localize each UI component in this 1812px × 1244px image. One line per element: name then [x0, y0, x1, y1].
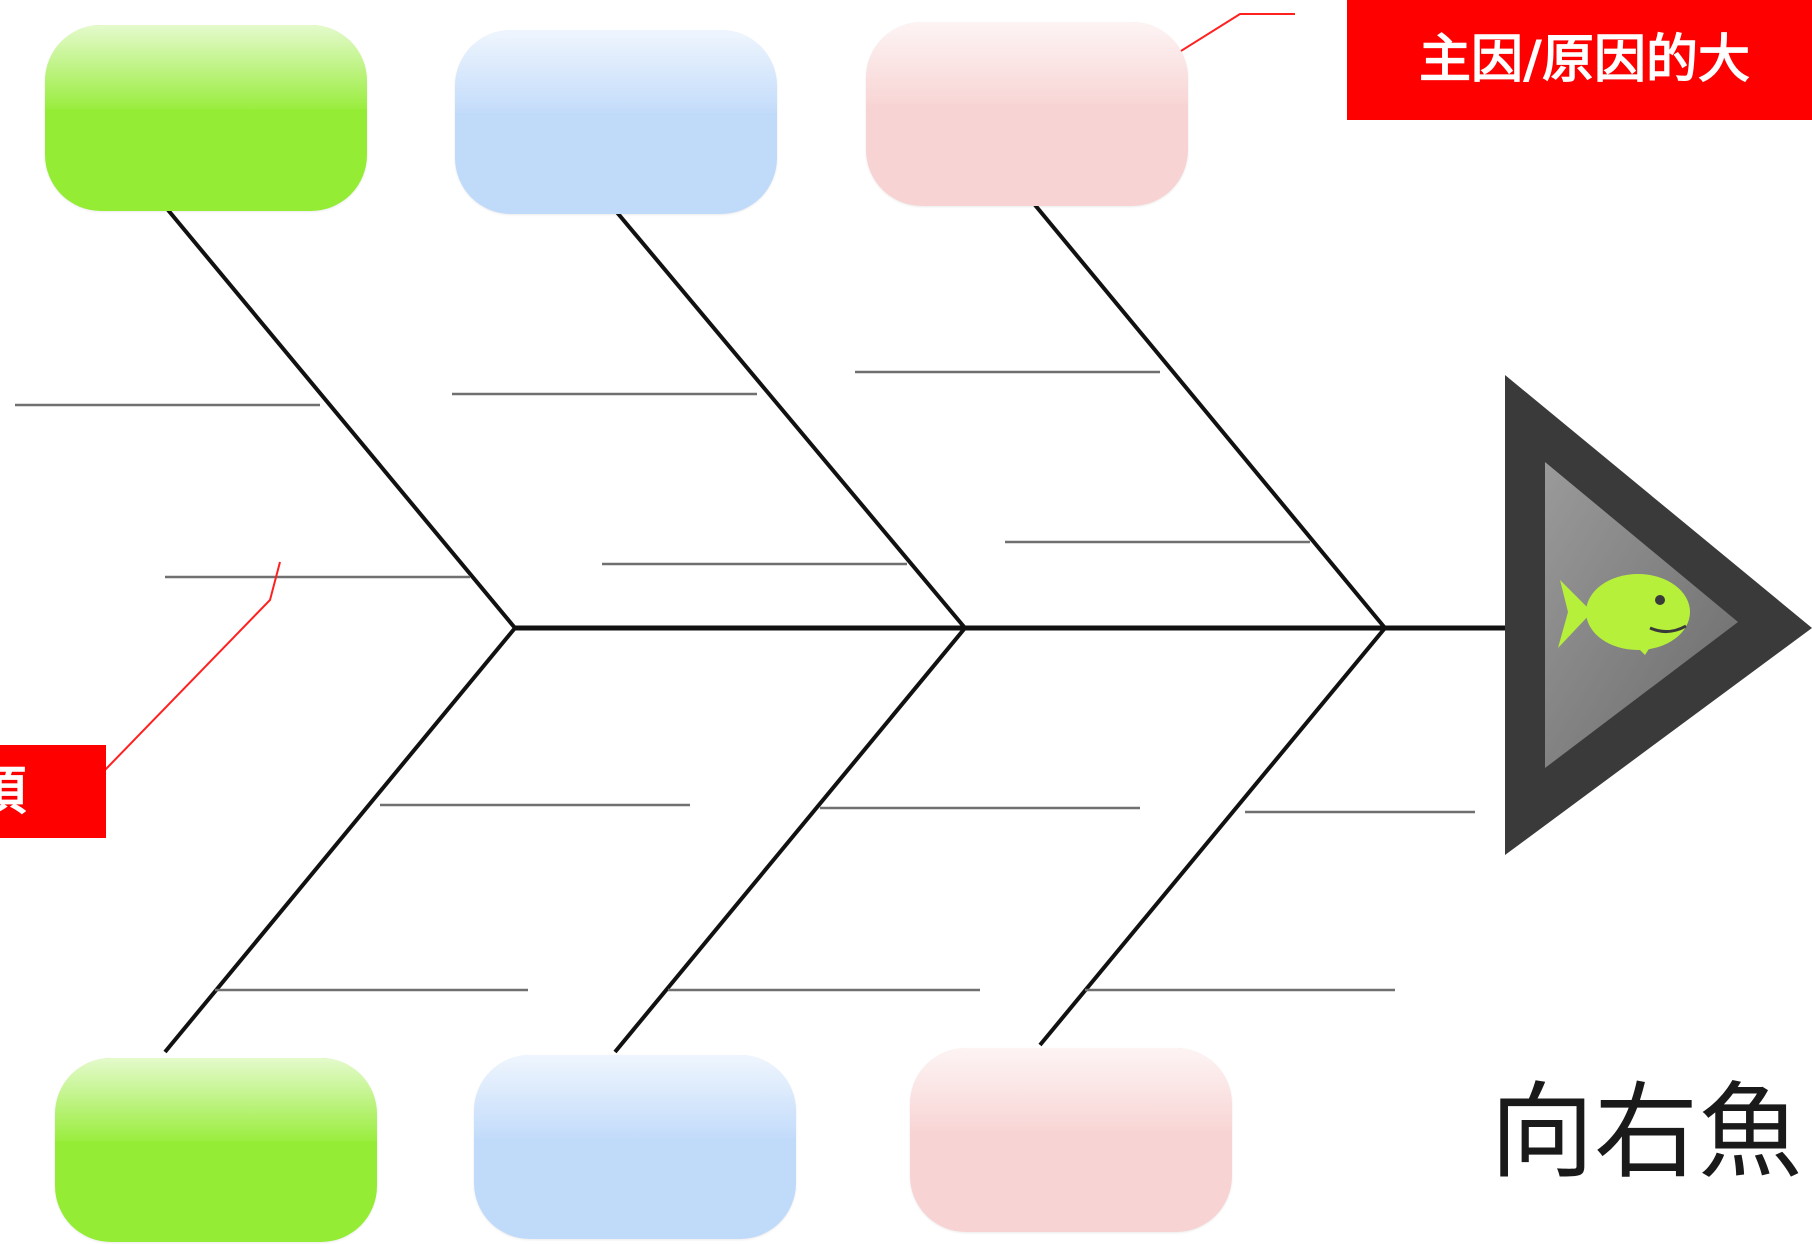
diagram-caption: 向右魚 [1490, 1071, 1803, 1193]
callout-connector-left [104, 561, 281, 771]
bone-lower-2 [613, 626, 967, 1054]
bone-upper-2 [613, 208, 967, 630]
fish-icon [1558, 574, 1690, 655]
bone-upper-1 [166, 208, 517, 630]
box-gloss [910, 1048, 1232, 1131]
box-gloss [866, 22, 1188, 105]
box-gloss [45, 25, 367, 109]
box-gloss [474, 1055, 796, 1138]
fish-head [1505, 375, 1812, 855]
callout-top-right-text: 主因/原因的大 [1419, 30, 1750, 90]
bone-lower-3 [1038, 626, 1387, 1047]
box-gloss [55, 1058, 377, 1141]
cause-box-top-1[interactable] [45, 25, 367, 211]
box-gloss [455, 30, 777, 113]
callout-top-right: 主因/原因的大 [1347, 0, 1812, 120]
cause-box-bottom-1[interactable] [55, 1058, 377, 1242]
sub-cause-lines [15, 370, 1475, 992]
cause-box-bottom-3[interactable] [910, 1048, 1232, 1232]
callout-left-text: 項 [0, 761, 27, 822]
bone-lower-1 [163, 626, 517, 1054]
callout-left: 項 [0, 745, 106, 838]
cause-box-top-2[interactable] [455, 30, 777, 214]
bone-upper-3 [1033, 203, 1387, 630]
cause-box-top-3[interactable] [866, 22, 1188, 206]
cause-box-bottom-2[interactable] [474, 1055, 796, 1239]
